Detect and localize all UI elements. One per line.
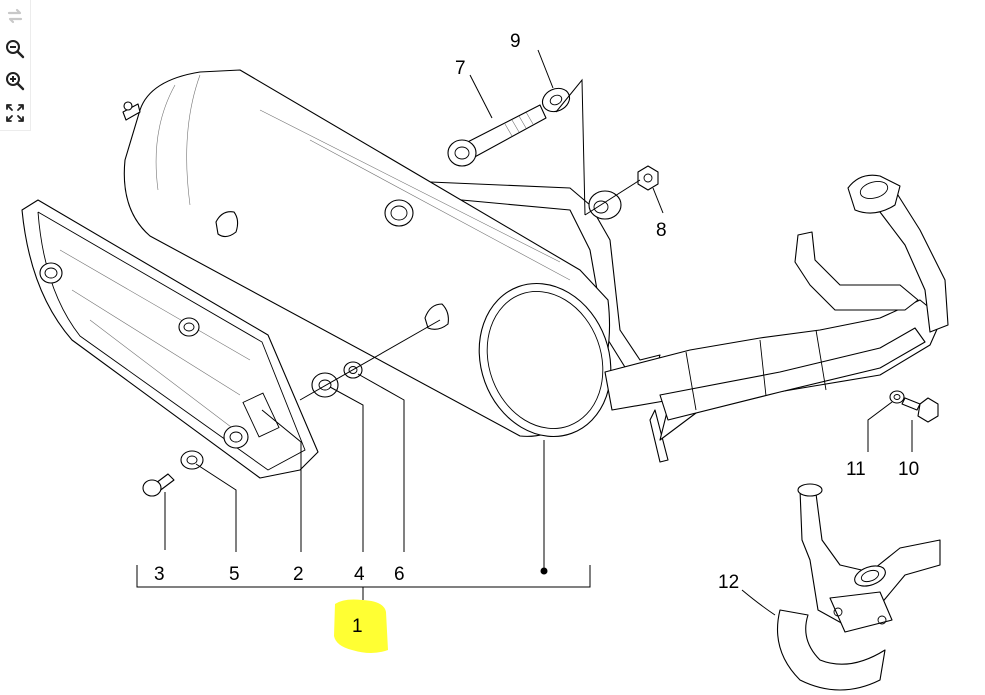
- callout-1[interactable]: 1: [352, 616, 363, 637]
- callout-10[interactable]: 10: [898, 459, 919, 480]
- silencer-body[interactable]: [122, 69, 632, 455]
- callout-1-highlight: [334, 599, 388, 653]
- bracket-boss[interactable]: [588, 190, 622, 220]
- callout-12[interactable]: 12: [718, 572, 739, 593]
- bolt-7[interactable]: [447, 104, 547, 167]
- callout-2[interactable]: 2: [293, 564, 304, 585]
- fit-screen-button[interactable]: [3, 101, 27, 125]
- fit-screen-icon: [6, 104, 24, 122]
- rotate-button[interactable]: [3, 4, 27, 28]
- callout-5[interactable]: 5: [229, 564, 240, 585]
- callout-9[interactable]: 9: [510, 31, 521, 52]
- zoom-out-icon: [6, 40, 25, 59]
- heat-shield[interactable]: [21, 199, 319, 479]
- exhaust-manifold-detail[interactable]: [776, 483, 941, 691]
- callout-6[interactable]: 6: [394, 564, 405, 585]
- nut-8[interactable]: [637, 165, 659, 191]
- rotate-icon: [7, 8, 23, 24]
- zoom-out-button[interactable]: [3, 37, 27, 61]
- callout-11[interactable]: 11: [846, 459, 866, 480]
- exhaust-pipe[interactable]: [604, 174, 949, 441]
- washer-9[interactable]: [539, 84, 574, 116]
- zoom-in-icon: [6, 72, 25, 91]
- callout-7[interactable]: 7: [455, 58, 466, 79]
- grommet-4[interactable]: [311, 372, 339, 398]
- screw-3[interactable]: [142, 473, 175, 497]
- callout-4[interactable]: 4: [354, 564, 365, 585]
- zoom-in-button[interactable]: [3, 69, 27, 93]
- callout-3[interactable]: 3: [154, 564, 165, 585]
- callout-8[interactable]: 8: [656, 220, 667, 241]
- leader-lines: [136, 49, 913, 616]
- washer-11[interactable]: [889, 390, 905, 404]
- callout-labels: 1 2 3 4 5 6 7 8 9 10 11 12: [154, 31, 919, 637]
- bolt-10[interactable]: [901, 397, 939, 423]
- viewer-toolbar: [0, 0, 31, 131]
